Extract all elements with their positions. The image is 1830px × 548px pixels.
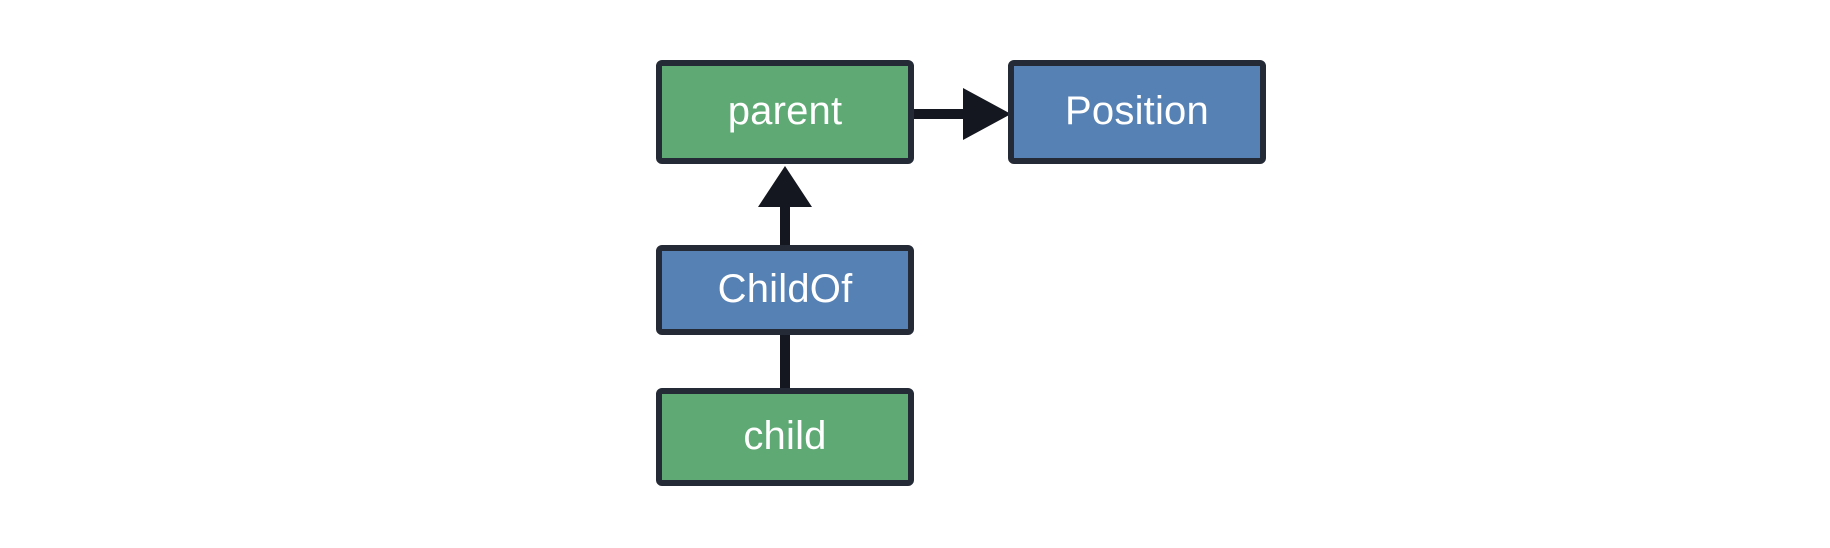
edge-child-to-childof	[780, 333, 790, 391]
node-position[interactable]: Position	[1008, 60, 1266, 164]
node-childof-label: ChildOf	[717, 267, 853, 311]
edge-parent-to-position	[913, 88, 1011, 140]
node-child[interactable]: child	[656, 388, 914, 486]
node-childof[interactable]: ChildOf	[656, 245, 914, 335]
edge-childof-to-parent	[758, 166, 812, 248]
node-child-label: child	[743, 414, 827, 458]
node-parent[interactable]: parent	[656, 60, 914, 164]
node-parent-label: parent	[727, 89, 843, 133]
node-position-label: Position	[1065, 89, 1209, 133]
